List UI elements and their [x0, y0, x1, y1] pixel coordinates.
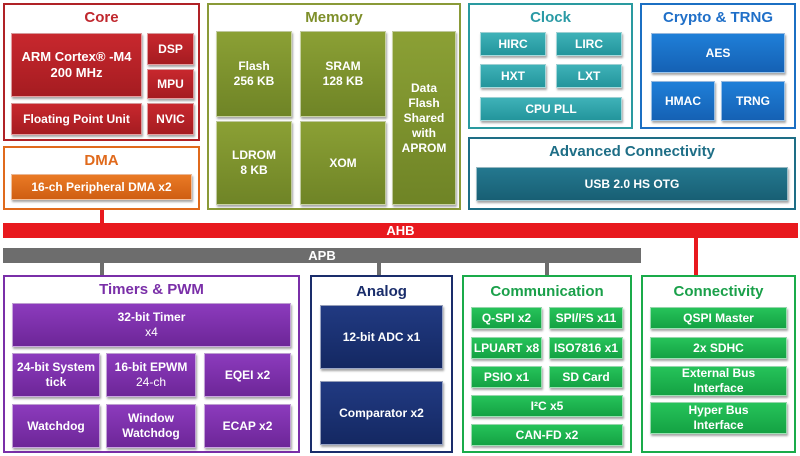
memory-title: Memory — [305, 9, 363, 26]
advanced-connectivity-panel: Advanced Connectivity USB 2.0 HS OTG — [468, 137, 796, 210]
crypto-panel: Crypto & TRNG AES HMAC TRNG — [640, 3, 796, 129]
hmac-block[interactable]: HMAC — [651, 81, 715, 121]
sram-size: 128 KB — [322, 74, 364, 88]
fpu-block[interactable]: Floating Point Unit — [11, 103, 142, 135]
data-flash-line2: Flash — [408, 95, 440, 110]
flash-label: Flash — [238, 59, 270, 73]
sd-card-block[interactable]: SD Card — [549, 366, 623, 388]
conn-ahb-link — [694, 236, 698, 276]
qspi-block[interactable]: Q-SPI x2 — [471, 307, 542, 329]
systick-line1: 24-bit System — [16, 360, 96, 374]
dma-panel: DMA 16-ch Peripheral DMA x2 — [3, 146, 200, 210]
comparator-block[interactable]: Comparator x2 — [320, 381, 443, 445]
timers-apb-link — [100, 262, 104, 276]
timers-title: Timers & PWM — [99, 281, 204, 298]
ahb-label: AHB — [386, 223, 415, 238]
systick-line2: tick — [45, 375, 67, 389]
mpu-block[interactable]: MPU — [147, 69, 194, 99]
i2c-block[interactable]: I²C x5 — [471, 395, 623, 417]
pdma-block[interactable]: 16-ch Peripheral DMA x2 — [11, 174, 192, 200]
psio-block[interactable]: PSIO x1 — [471, 366, 542, 388]
ldrom-label: LDROM — [232, 148, 276, 162]
comm-apb-link — [545, 262, 549, 276]
clock-panel: Clock HIRC LIRC HXT LXT CPU PLL — [468, 3, 633, 129]
epwm-channels: 24-ch — [135, 375, 166, 389]
hbi-line2: Interface — [693, 418, 744, 432]
data-flash-block[interactable]: Data Flash Shared with APROM — [392, 31, 456, 205]
cpu-name: ARM Cortex® -M4 — [21, 48, 132, 64]
dsp-block[interactable]: DSP — [147, 33, 194, 65]
communication-panel: Communication Q-SPI x2 SPI/I²S x11 LPUAR… — [462, 275, 632, 453]
watchdog-block[interactable]: Watchdog — [12, 404, 100, 448]
data-flash-line1: Data — [410, 80, 437, 95]
ebi-line2: Interface — [693, 381, 744, 395]
dma-title: DMA — [84, 152, 119, 169]
analog-apb-link — [377, 262, 381, 276]
cpu-frequency: 200 MHz — [50, 65, 103, 80]
ecap-block[interactable]: ECAP x2 — [204, 404, 291, 448]
analog-panel: Analog 12-bit ADC x1 Comparator x2 — [310, 275, 453, 453]
communication-title: Communication — [490, 283, 604, 300]
usb-otg-block[interactable]: USB 2.0 HS OTG — [476, 167, 788, 201]
epwm-label: 16-bit EPWM — [114, 360, 188, 374]
data-flash-line4: with — [411, 125, 436, 140]
lirc-block[interactable]: LIRC — [556, 32, 622, 56]
connectivity-title: Connectivity — [673, 283, 764, 300]
data-flash-line3: Shared — [403, 110, 445, 125]
spi-i2s-block[interactable]: SPI/I²S x11 — [549, 307, 623, 329]
timer32-label: 32-bit Timer — [117, 310, 186, 324]
hirc-block[interactable]: HIRC — [480, 32, 546, 56]
timer32-count: x4 — [145, 325, 158, 339]
eqei-block[interactable]: EQEI x2 — [204, 353, 291, 397]
nvic-block[interactable]: NVIC — [147, 103, 194, 135]
qspi-master-block[interactable]: QSPI Master — [650, 307, 787, 329]
ldrom-size: 8 KB — [240, 163, 268, 177]
core-title: Core — [84, 9, 119, 26]
aes-block[interactable]: AES — [651, 33, 785, 73]
can-fd-block[interactable]: CAN-FD x2 — [471, 424, 623, 446]
xom-block[interactable]: XOM — [300, 121, 386, 205]
core-ahb-link — [100, 210, 104, 224]
wwdt-line2: Watchdog — [122, 426, 180, 440]
adc-block[interactable]: 12-bit ADC x1 — [320, 305, 443, 369]
advanced-connectivity-title: Advanced Connectivity — [549, 143, 715, 160]
crypto-title: Crypto & TRNG — [663, 9, 773, 26]
lpuart-block[interactable]: LPUART x8 — [471, 337, 542, 359]
cpu-pll-block[interactable]: CPU PLL — [480, 97, 622, 121]
data-flash-line5: APROM — [401, 140, 447, 155]
sdhc-block[interactable]: 2x SDHC — [650, 337, 787, 359]
sram-label: SRAM — [325, 59, 361, 73]
ahb-bus: AHB — [3, 223, 798, 238]
iso7816-block[interactable]: ISO7816 x1 — [549, 337, 623, 359]
wwdt-line1: Window — [128, 411, 174, 425]
apb-bus: APB — [3, 248, 641, 263]
hbi-line1: Hyper Bus — [688, 403, 749, 417]
apb-label: APB — [308, 248, 336, 263]
analog-title: Analog — [356, 283, 407, 300]
trng-block[interactable]: TRNG — [721, 81, 785, 121]
hxt-block[interactable]: HXT — [480, 64, 546, 88]
connectivity-panel: Connectivity QSPI Master 2x SDHC Externa… — [641, 275, 796, 453]
ebi-line1: External Bus — [681, 366, 756, 380]
lxt-block[interactable]: LXT — [556, 64, 622, 88]
flash-size: 256 KB — [233, 74, 275, 88]
clock-title: Clock — [530, 9, 571, 26]
